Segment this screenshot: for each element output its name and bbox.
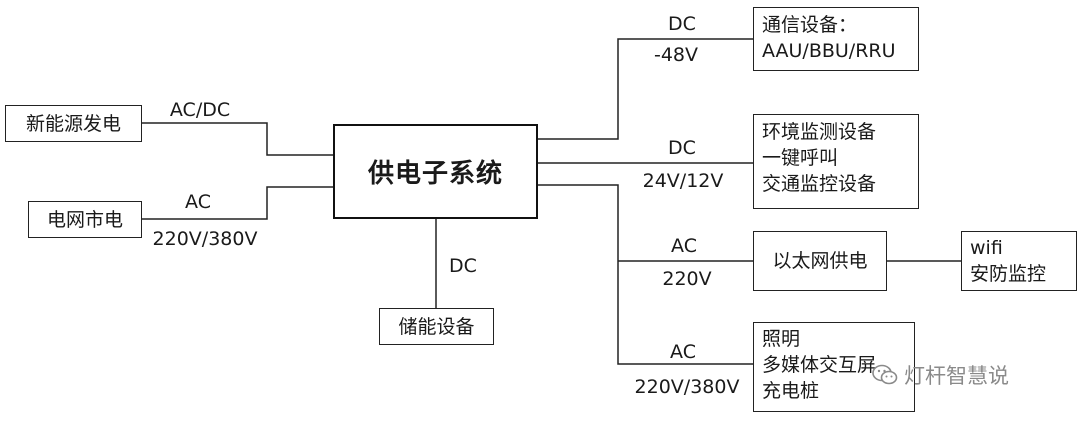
grid-label: 电网市电 [46,208,123,231]
monitoring-link-top-label: DC [668,137,696,159]
new-energy-label: 新能源发电 [25,112,121,135]
monitoring-line-3: 交通监控设备 [762,173,877,195]
poe-devices-line-2: 安防监控 [970,263,1047,285]
telecom-line-2: AAU/BBU/RRU [762,40,896,62]
poe-label: 以太网供电 [772,250,868,272]
grid-box: 电网市电 [28,201,142,238]
grid-link-bottom-label: 220V/380V [152,228,258,250]
monitoring-box: 环境监测设备 一键呼叫 交通监控设备 [753,114,919,209]
poe-link-bottom-label: 220V [662,268,712,290]
monitoring-line-1: 环境监测设备 [762,121,877,143]
telecom-link-bottom-label: -48V [653,44,699,66]
monitoring-line-2: 一键呼叫 [762,147,839,169]
lighting-line-3: 充电桩 [762,380,820,402]
telecom-box: 通信设备： AAU/BBU/RRU [753,7,919,71]
new-energy-link-label: AC/DC [169,99,231,121]
lighting-link-top-label: AC [670,341,696,363]
connector-telecom [538,38,753,140]
new-energy-box: 新能源发电 [5,105,142,142]
poe-link-top-label: AC [671,235,697,257]
watermark-text: 灯杆智慧说 [904,364,1009,388]
power-subsystem-hub: 供电子系统 [333,124,538,219]
storage-link-label: DC [449,255,477,277]
lighting-line-1: 照明 [762,328,801,350]
grid-link-top-label: AC [185,191,211,213]
storage-label: 储能设备 [398,315,475,338]
monitoring-link-bottom-label: 24V/12V [642,170,724,192]
lighting-link-bottom-label: 220V/380V [634,376,740,398]
watermark: 灯杆智慧说 [872,360,1009,390]
connector-ac-trunk [538,184,753,365]
storage-box: 储能设备 [379,308,494,345]
lighting-box: 照明 多媒体交互屏 充电桩 [753,322,915,412]
connector-new-energy [142,122,333,156]
connector-grid [142,186,333,220]
hub-label: 供电子系统 [367,159,503,189]
poe-devices-box: wifi 安防监控 [961,231,1077,291]
telecom-link-top-label: DC [668,13,696,35]
lighting-line-2: 多媒体交互屏 [762,354,877,376]
telecom-line-1: 通信设备： [762,14,858,36]
poe-devices-line-1: wifi [970,237,1003,259]
wechat-icon [872,364,898,385]
poe-box: 以太网供电 [753,231,887,291]
